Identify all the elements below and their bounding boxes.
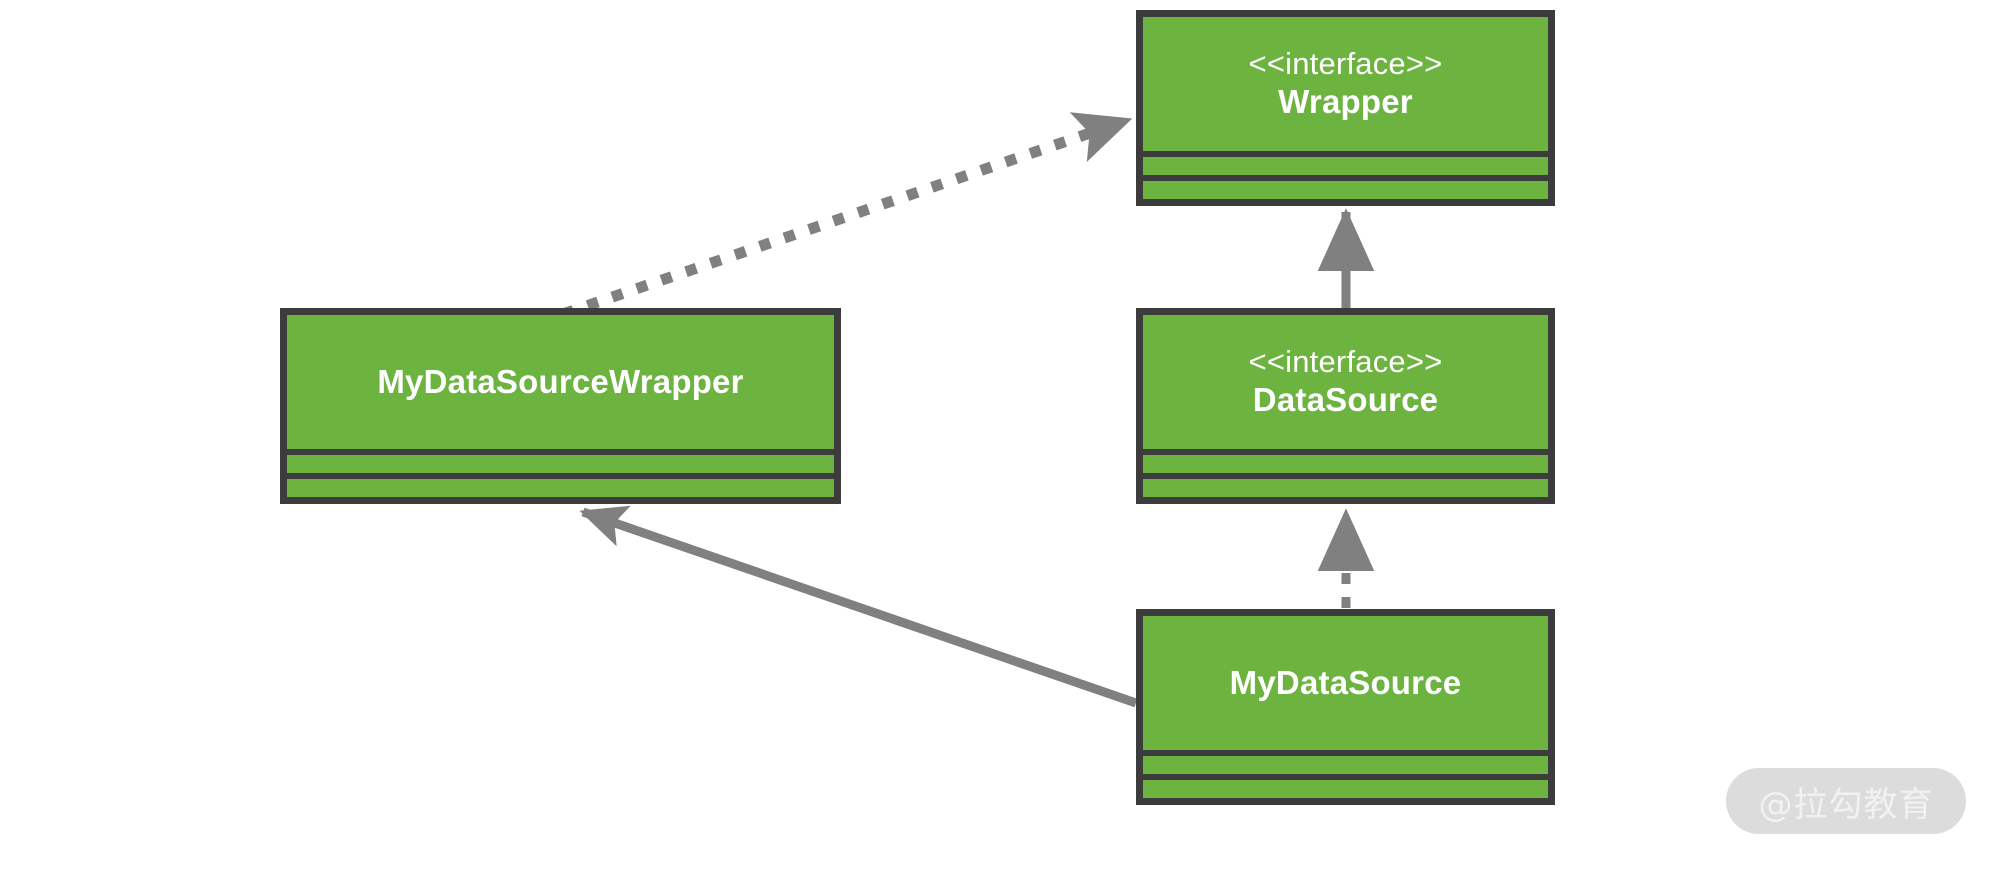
class-node-my-data-source-divider-2 xyxy=(1143,774,1548,780)
class-node-wrapper[interactable]: <<interface>> Wrapper xyxy=(1136,10,1555,206)
class-node-data-source-divider-2 xyxy=(1143,473,1548,479)
class-node-my-data-source-wrapper[interactable]: MyDataSourceWrapper xyxy=(280,308,841,504)
class-node-wrapper-divider-2 xyxy=(1143,175,1548,181)
class-node-data-source-stereotype: <<interface>> xyxy=(1248,344,1443,380)
class-node-wrapper-header: <<interface>> Wrapper xyxy=(1143,17,1548,151)
class-node-my-data-source-wrapper-attributes xyxy=(287,455,834,473)
edge-my-data-source-wrapper-realizes-wrapper xyxy=(561,112,1133,320)
class-node-my-data-source-wrapper-divider-2 xyxy=(287,473,834,479)
class-node-wrapper-stereotype: <<interface>> xyxy=(1248,46,1443,82)
class-node-my-data-source-divider-1 xyxy=(1143,750,1548,756)
watermark-badge: @拉勾教育 xyxy=(1726,768,1966,834)
class-node-data-source[interactable]: <<interface>> DataSource xyxy=(1136,308,1555,504)
class-node-data-source-name: DataSource xyxy=(1252,380,1439,418)
class-node-my-data-source-name: MyDataSource xyxy=(1229,663,1462,701)
class-node-my-data-source-operations xyxy=(1143,780,1548,798)
watermark-text: @拉勾教育 xyxy=(1758,784,1934,825)
class-node-my-data-source-wrapper-divider-1 xyxy=(287,449,834,455)
class-node-my-data-source[interactable]: MyDataSource xyxy=(1136,609,1555,805)
class-node-data-source-attributes xyxy=(1143,455,1548,473)
class-node-wrapper-operations xyxy=(1143,181,1548,199)
edge-my-data-source-associates-my-data-source-wrapper xyxy=(579,505,1138,708)
class-node-my-data-source-wrapper-operations xyxy=(287,479,834,497)
class-node-data-source-operations xyxy=(1143,479,1548,497)
class-node-data-source-header: <<interface>> DataSource xyxy=(1143,315,1548,449)
class-node-my-data-source-header: MyDataSource xyxy=(1143,616,1548,750)
class-node-data-source-divider-1 xyxy=(1143,449,1548,455)
class-node-my-data-source-wrapper-name: MyDataSourceWrapper xyxy=(377,362,744,400)
class-node-wrapper-name: Wrapper xyxy=(1278,82,1413,120)
class-node-my-data-source-wrapper-header: MyDataSourceWrapper xyxy=(287,315,834,449)
class-node-my-data-source-attributes xyxy=(1143,756,1548,774)
class-node-wrapper-attributes xyxy=(1143,157,1548,175)
class-node-wrapper-divider-1 xyxy=(1143,151,1548,157)
